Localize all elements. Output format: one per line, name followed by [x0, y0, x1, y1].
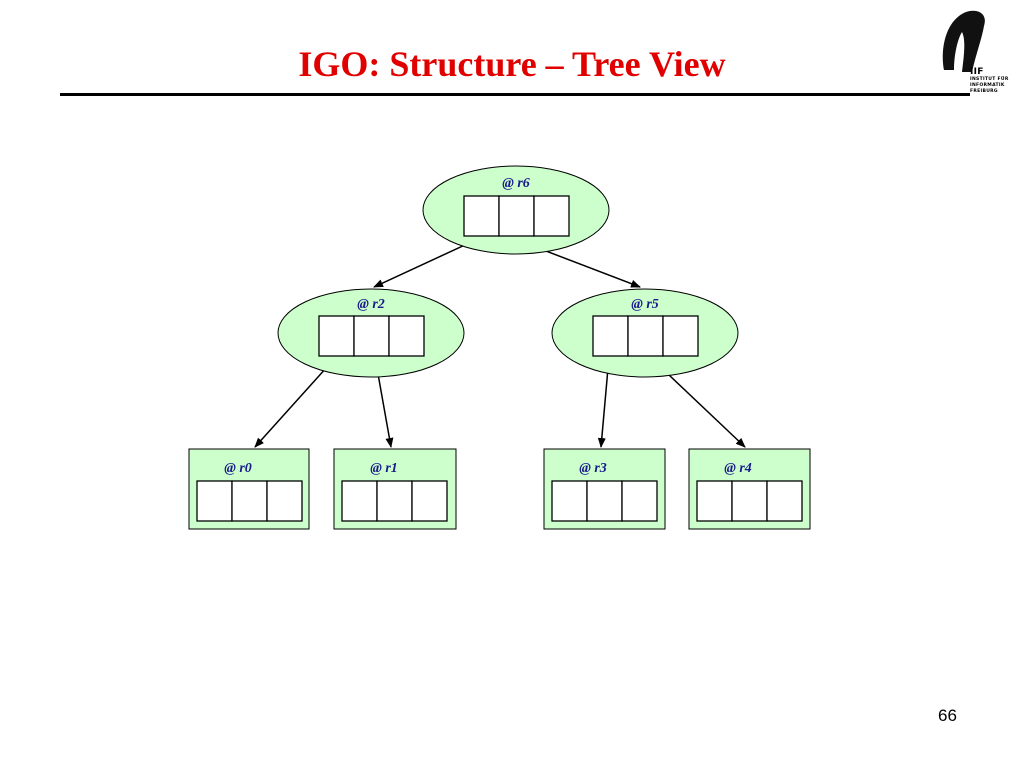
node-r1-label: @ r1 [370, 461, 398, 476]
node-r5-label: @ r5 [631, 297, 659, 312]
node-r2-label: @ r2 [357, 297, 385, 312]
node-r6: @ r6 [422, 165, 610, 255]
node-r5-cell [662, 315, 699, 357]
node-r4-label: @ r4 [724, 461, 752, 476]
iif-logo [942, 10, 985, 72]
node-r4: @ r4 [688, 448, 811, 530]
node-r1: @ r1 [333, 448, 457, 530]
node-r0-cell [266, 480, 303, 522]
logo-line-institut: INSTITUT FÜR [970, 77, 1009, 82]
node-r0: @ r0 [188, 448, 310, 530]
logo-caption: IIF INSTITUT FÜR INFORMATIK FREIBURG [970, 68, 1009, 95]
node-r0-cell [196, 480, 233, 522]
node-r3-cell [551, 480, 588, 522]
node-r5-cell [592, 315, 629, 357]
node-r5: @ r5 [551, 288, 739, 378]
logo-line-informatik: INFORMATIK [970, 83, 1005, 88]
node-r1-cell [376, 480, 413, 522]
node-r0-cell [231, 480, 268, 522]
node-r3-label: @ r3 [579, 461, 607, 476]
node-r1-cell [341, 480, 378, 522]
node-r3-cell [586, 480, 623, 522]
node-r0-label: @ r0 [224, 461, 252, 476]
node-r3-cell [621, 480, 658, 522]
title-underline [60, 93, 970, 96]
node-r2-cell [318, 315, 355, 357]
node-r4-cell [766, 480, 803, 522]
page-number: 66 [938, 706, 957, 725]
node-r6-cell [463, 195, 500, 237]
node-r2-cell [353, 315, 390, 357]
logo-line-freiburg: FREIBURG [970, 89, 998, 94]
node-r5-cell [627, 315, 664, 357]
node-r4-cell [731, 480, 768, 522]
edge-r2-to-r0 [254, 356, 337, 448]
slide-title: IGO: Structure – Tree View [298, 44, 726, 84]
node-r4-cell [696, 480, 733, 522]
node-r6-cell [498, 195, 535, 237]
node-r2-cell [388, 315, 425, 357]
node-r3: @ r3 [543, 448, 666, 530]
node-r2: @ r2 [277, 288, 465, 378]
node-r6-label: @ r6 [502, 176, 530, 191]
logo-line-iif: IIF [970, 67, 984, 77]
node-r6-cell [533, 195, 570, 237]
node-r1-cell [411, 480, 448, 522]
